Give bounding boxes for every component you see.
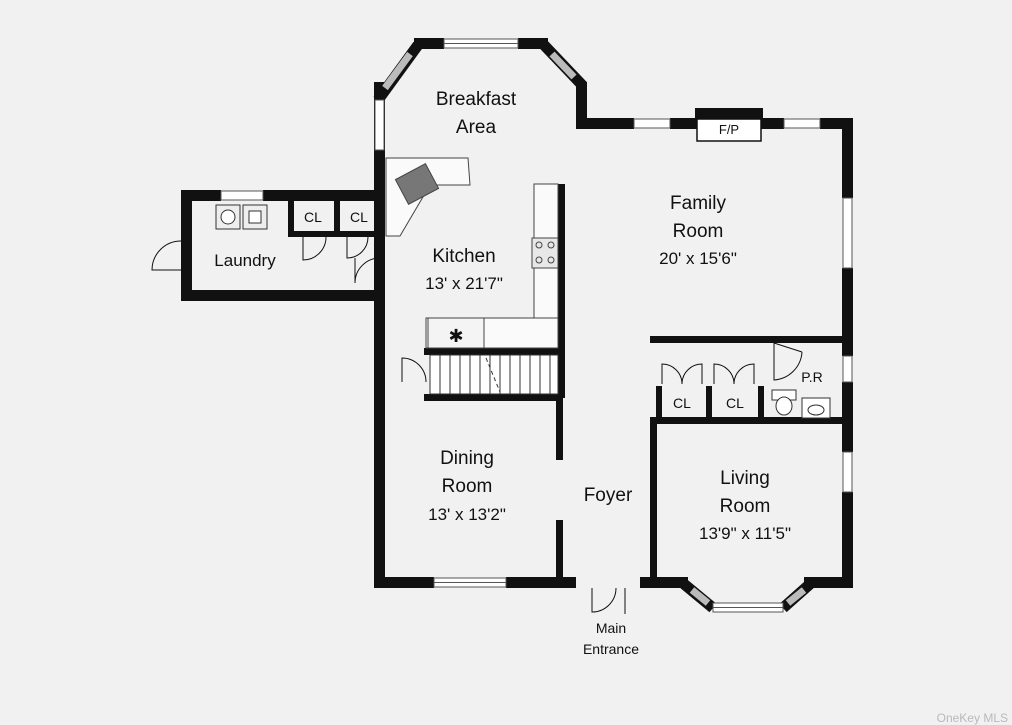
foyer-label: Foyer [584, 485, 633, 506]
doors [151, 236, 803, 614]
dining-room-label-1: Dining [440, 448, 494, 469]
kitchen-dims: 13' x 21'7" [425, 274, 503, 293]
svg-text:✱: ✱ [448, 326, 463, 347]
closet-label-hall-1: CL [673, 395, 691, 411]
living-room-label-1: Living [720, 468, 770, 489]
dining-room-dims: 13' x 13'2" [428, 505, 506, 524]
watermark: OneKey MLS [936, 711, 1008, 725]
kitchen-fixtures: ✱ [385, 157, 559, 349]
family-room-label-2: Room [673, 221, 724, 242]
stairs [429, 354, 559, 395]
laundry-label: Laundry [214, 251, 276, 270]
fireplace [696, 118, 762, 142]
laundry-appliances [215, 204, 268, 230]
family-room-dims: 20' x 15'6" [659, 249, 737, 268]
closet-label-laundry-1: CL [304, 209, 322, 225]
main-entrance-label-2: Entrance [583, 641, 639, 657]
powder-room-fixtures [771, 389, 831, 419]
living-room-dims: 13'9" x 11'5" [699, 524, 791, 543]
family-room-label-1: Family [670, 193, 726, 214]
living-room-label-2: Room [720, 496, 771, 517]
breakfast-area-label-1: Breakfast [436, 89, 517, 110]
fireplace-label: F/P [719, 122, 739, 137]
closet-label-hall-2: CL [726, 395, 744, 411]
breakfast-area-label-2: Area [456, 117, 497, 138]
kitchen-label: Kitchen [432, 246, 495, 267]
closet-label-laundry-2: CL [350, 209, 368, 225]
powder-room-label: P.R [801, 369, 823, 385]
bay-windows [382, 51, 807, 606]
dining-room-label-2: Room [442, 476, 493, 497]
windows [220, 38, 853, 613]
interior-walls [288, 184, 842, 588]
main-entrance-label-1: Main [596, 620, 626, 636]
